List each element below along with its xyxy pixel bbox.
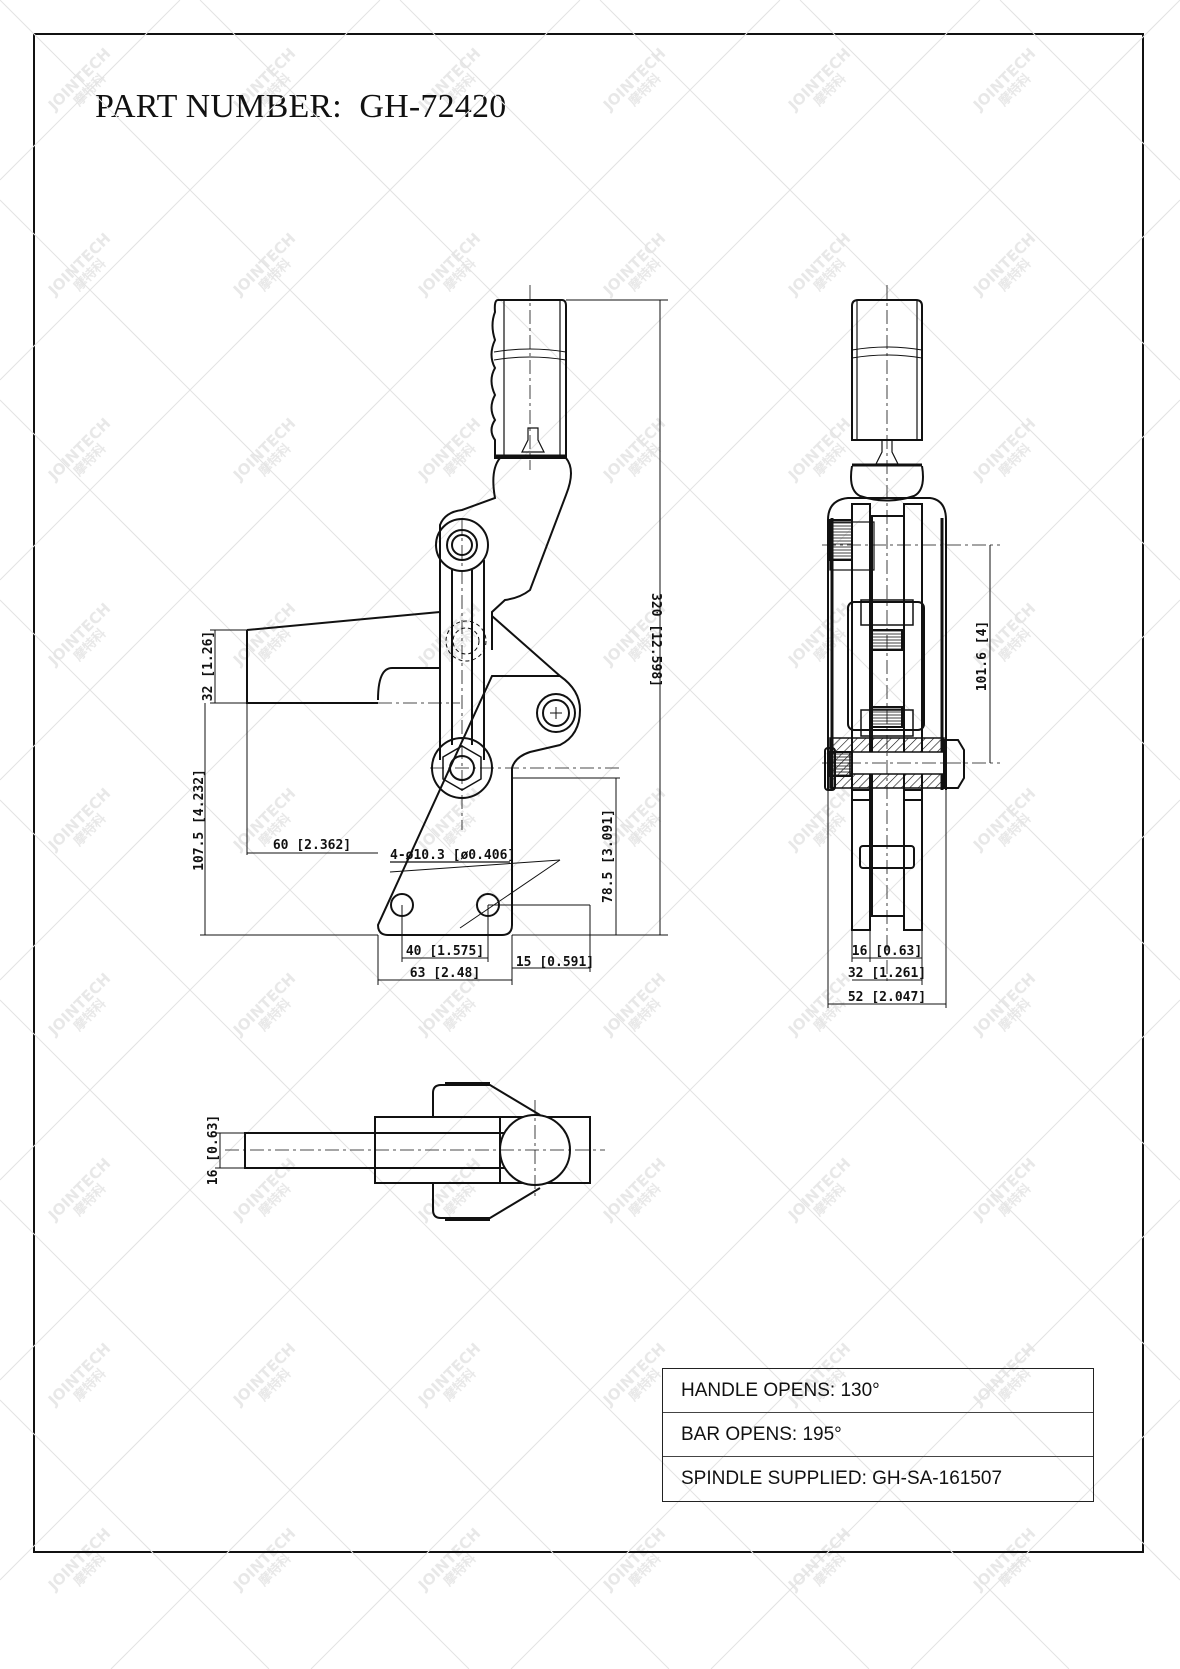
side-view [822,285,1000,1000]
title-label: PART NUMBER: [95,88,342,125]
side-handle-grip [851,299,923,441]
dim-arm-base-height: 107.5 [4.232] [192,769,207,871]
dim-overall-height: 320 [12.598] [648,593,663,687]
dim-base-width: 63 [2.48] [410,966,480,981]
base-body [376,667,582,936]
handle-grip [490,299,567,459]
spec-row-handle-opens: HANDLE OPENS: 130° [663,1369,1093,1413]
part-number: GH-72420 [359,88,507,125]
spec-value: 195° [802,1423,842,1445]
spec-row-bar-opens: BAR OPENS: 195° [663,1413,1093,1457]
spec-table: HANDLE OPENS: 130° BAR OPENS: 195° SPIND… [662,1368,1094,1502]
top-view-dimensions [215,1132,245,1169]
spec-value: GH-SA-161507 [872,1468,1003,1489]
clamp-arm [246,611,441,704]
spec-label: HANDLE OPENS: [681,1379,836,1401]
dim-slot-width: 32 [1.261] [848,966,926,981]
dim-top-bar-thickness: 16 [0.63] [206,1115,221,1185]
spec-row-spindle-supplied: SPINDLE SUPPLIED: GH-SA-161507 [663,1457,1093,1501]
dim-overall-width: 52 [2.047] [848,990,926,1005]
spec-label: SPINDLE SUPPLIED: [681,1468,867,1489]
handle-lever [439,457,501,680]
dim-hole-spacing: 40 [1.575] [406,944,484,959]
dim-holes: 4-ø10.3 [ø0.406] [390,848,515,863]
dim-hole-height: 78.5 [3.091] [601,809,616,903]
side-view-dimensions [827,545,991,1008]
front-view-dimensions [200,299,668,985]
dim-pivot-spacing: 101.6 [4] [975,621,990,691]
top-arm [244,1132,536,1169]
front-view [228,285,620,936]
spec-label: BAR OPENS: [681,1423,798,1445]
dim-hole-edge: 15 [0.591] [516,955,594,970]
dim-arm-reach: 60 [2.362] [273,838,351,853]
spec-value: 130° [840,1379,880,1401]
sheet-border [33,33,1144,1553]
dim-bar-width: 16 [0.63] [852,944,922,959]
dim-arm-height: 32 [1.26] [201,631,216,701]
top-view [225,1082,605,1221]
page-title: PART NUMBER: GH-72420 [95,88,506,126]
